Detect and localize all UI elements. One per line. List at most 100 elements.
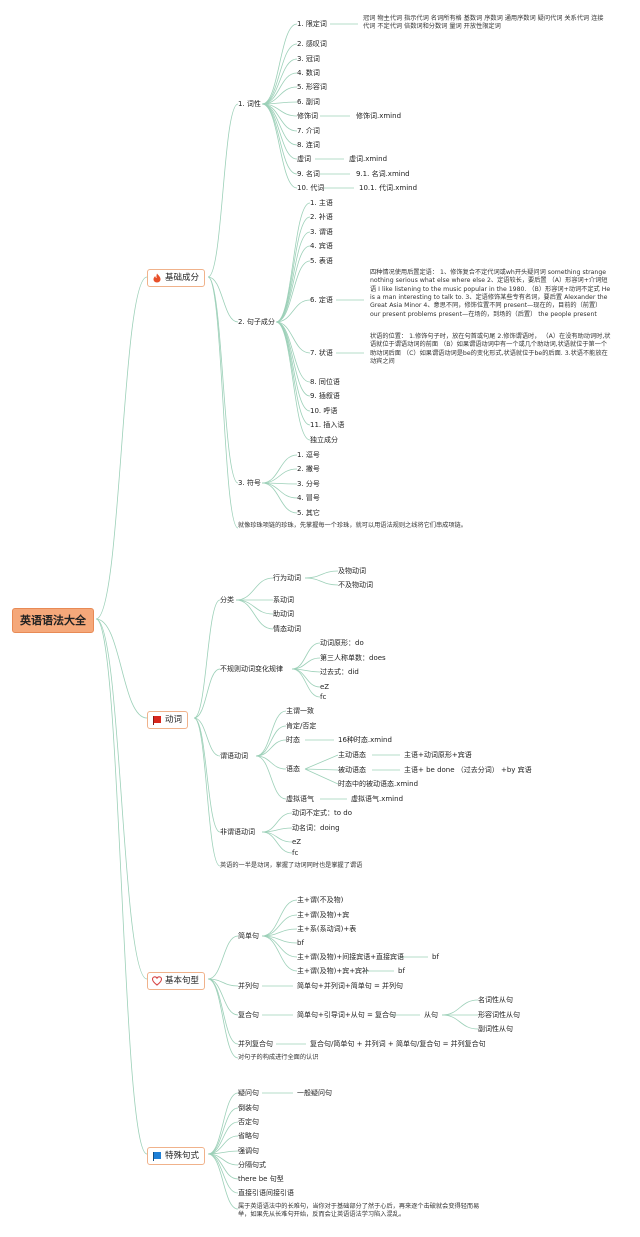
compound-note[interactable]: 简单句+并列词+简单句 = 并列句 bbox=[297, 982, 404, 990]
special-item[interactable]: 分隔句式 bbox=[238, 1161, 266, 1169]
topic-basic[interactable]: 基础成分 bbox=[147, 269, 206, 288]
subordinate-clause[interactable]: 从句 bbox=[424, 1011, 438, 1019]
question-subitem[interactable]: 一般疑问句 bbox=[297, 1089, 332, 1097]
simple-item[interactable]: 主+系(系动词)+表 bbox=[297, 925, 357, 933]
special-item[interactable]: 倒装句 bbox=[238, 1104, 259, 1112]
nonfinite-item[interactable]: 动词不定式：to do bbox=[292, 809, 352, 817]
punct-item[interactable]: 5. 其它 bbox=[297, 509, 320, 517]
node-complex[interactable]: 复合句 bbox=[238, 1011, 259, 1019]
simple-item[interactable]: 主+谓(及物)+宾+宾补 bbox=[297, 967, 370, 975]
pos-item[interactable]: 10. 代词 bbox=[297, 184, 325, 192]
verb-class-item[interactable]: 助动词 bbox=[273, 610, 294, 618]
special-item[interactable]: 直接引语间接引语 bbox=[238, 1189, 294, 1197]
verb-class-item[interactable]: 情态动词 bbox=[273, 625, 301, 633]
topic-verb[interactable]: 动词 bbox=[147, 711, 189, 730]
clause-item[interactable]: 3. 谓语 bbox=[310, 228, 333, 236]
irregular-item[interactable]: fc bbox=[320, 693, 327, 701]
clause-item[interactable]: 7. 状语 bbox=[310, 349, 333, 357]
node-compound[interactable]: 并列句 bbox=[238, 982, 259, 990]
clause-item[interactable]: 6. 定语 bbox=[310, 296, 333, 304]
predicate-item[interactable]: 肯定/否定 bbox=[286, 722, 317, 730]
predicate-item[interactable]: 时态 bbox=[286, 736, 300, 744]
passive-voice-note[interactable]: 主语+ be done （过去分词） +by 宾语 bbox=[404, 766, 532, 774]
verb-class-item[interactable]: 系动词 bbox=[273, 596, 294, 604]
predicate-item[interactable]: 语态 bbox=[286, 765, 300, 773]
clause-item[interactable]: 独立成分 bbox=[310, 436, 338, 444]
simple-bf-a[interactable]: bf bbox=[432, 953, 439, 961]
clause-item[interactable]: 4. 宾语 bbox=[310, 242, 333, 250]
active-voice-note[interactable]: 主语+动词原形+宾语 bbox=[404, 751, 472, 759]
verb-action[interactable]: 行为动词 bbox=[273, 574, 301, 582]
pos-item[interactable]: 1. 限定词 bbox=[297, 20, 327, 28]
pos-item[interactable]: 7. 介词 bbox=[297, 127, 320, 135]
clause-type[interactable]: 名词性从句 bbox=[478, 996, 513, 1004]
clause-item[interactable]: 8. 同位语 bbox=[310, 378, 340, 386]
clause-item[interactable]: 1. 主语 bbox=[310, 199, 333, 207]
pos-item[interactable]: 虚词 bbox=[297, 155, 311, 163]
tense-file-link[interactable]: 16种时态.xmind bbox=[338, 736, 392, 744]
topic-sentence[interactable]: 基本句型 bbox=[147, 972, 206, 991]
clause-item[interactable]: 11. 插入语 bbox=[310, 421, 345, 429]
clause-type[interactable]: 形容词性从句 bbox=[478, 1011, 520, 1019]
nonfinite-item[interactable]: 动名词：doing bbox=[292, 824, 340, 832]
simple-item[interactable]: 主+谓(及物)+间接宾语+直接宾语 bbox=[297, 953, 405, 961]
node-compound-complex[interactable]: 并列复合句 bbox=[238, 1040, 273, 1048]
clause-item[interactable]: 2. 补语 bbox=[310, 213, 333, 221]
predicate-item[interactable]: 虚拟语气 bbox=[286, 795, 314, 803]
topic-special[interactable]: 特殊句式 bbox=[147, 1147, 206, 1166]
node-nonfinite[interactable]: 非谓语动词 bbox=[220, 828, 255, 836]
pos-item[interactable]: 修饰词 bbox=[297, 112, 318, 120]
irregular-item[interactable]: 过去式：did bbox=[320, 668, 359, 676]
active-voice[interactable]: 主动语态 bbox=[338, 751, 366, 759]
pos-item[interactable]: 4. 数词 bbox=[297, 69, 320, 77]
pos-item[interactable]: 8. 连词 bbox=[297, 141, 320, 149]
irregular-item[interactable]: eZ bbox=[320, 683, 330, 691]
passive-tense-file-link[interactable]: 时态中的被动语态.xmind bbox=[338, 780, 419, 788]
simple-bf-b[interactable]: bf bbox=[398, 967, 405, 975]
compound-complex-note[interactable]: 复合句/简单句 + 并列词 + 简单句/复合句 = 并列复合句 bbox=[310, 1040, 486, 1048]
root-node[interactable]: 英语语法大全 bbox=[12, 608, 94, 634]
irregular-item[interactable]: 动词原形：do bbox=[320, 639, 364, 647]
clause-type[interactable]: 副词性从句 bbox=[478, 1025, 513, 1033]
pos-item[interactable]: 9. 名词 bbox=[297, 170, 320, 178]
punct-item[interactable]: 2. 撇号 bbox=[297, 465, 320, 473]
passive-voice[interactable]: 被动语态 bbox=[338, 766, 366, 774]
noun-file-link[interactable]: 9.1. 名词.xmind bbox=[356, 170, 410, 178]
clause-item[interactable]: 10. 呼语 bbox=[310, 407, 338, 415]
pos-item[interactable]: 5. 形容词 bbox=[297, 83, 327, 91]
modifier-file-link[interactable]: 修饰词.xmind bbox=[356, 112, 402, 120]
punct-item[interactable]: 1. 逗号 bbox=[297, 451, 320, 459]
pronoun-file-link[interactable]: 10.1. 代词.xmind bbox=[359, 184, 418, 192]
complex-note[interactable]: 简单句+引导词+从句 = 复合句 bbox=[297, 1011, 397, 1019]
node-punct[interactable]: 3. 符号 bbox=[238, 479, 261, 487]
punct-item[interactable]: 4. 冒号 bbox=[297, 494, 320, 502]
node-verb-classify[interactable]: 分类 bbox=[220, 596, 234, 604]
node-clause[interactable]: 2. 句子成分 bbox=[238, 318, 275, 326]
special-item[interactable]: 强调句 bbox=[238, 1147, 259, 1155]
nonfinite-item[interactable]: fc bbox=[292, 849, 299, 857]
special-item[interactable]: there be 句型 bbox=[238, 1175, 284, 1183]
pos-item[interactable]: 3. 冠词 bbox=[297, 55, 320, 63]
subjunctive-file-link[interactable]: 虚拟语气.xmind bbox=[351, 795, 404, 803]
function-word-file-link[interactable]: 虚词.xmind bbox=[349, 155, 388, 163]
node-pos[interactable]: 1. 词性 bbox=[238, 100, 261, 108]
node-irregular[interactable]: 不规则动词变化规律 bbox=[220, 665, 283, 673]
simple-item[interactable]: 主+谓(及物)+宾 bbox=[297, 911, 350, 919]
simple-item[interactable]: 主+谓(不及物) bbox=[297, 896, 344, 904]
predicate-item[interactable]: 主谓一致 bbox=[286, 707, 314, 715]
node-simple[interactable]: 简单句 bbox=[238, 932, 259, 940]
clause-item[interactable]: 9. 插叙语 bbox=[310, 392, 340, 400]
special-item[interactable]: 省略句 bbox=[238, 1132, 259, 1140]
pos-item[interactable]: 6. 副词 bbox=[297, 98, 320, 106]
node-predicate[interactable]: 谓语动词 bbox=[220, 752, 248, 760]
irregular-item[interactable]: 第三人称单数：does bbox=[320, 654, 386, 662]
verb-intransitive[interactable]: 不及物动词 bbox=[338, 581, 373, 589]
pos-item[interactable]: 2. 感叹词 bbox=[297, 40, 327, 48]
special-item[interactable]: 疑问句 bbox=[238, 1089, 259, 1097]
punct-item[interactable]: 3. 分号 bbox=[297, 480, 320, 488]
verb-transitive[interactable]: 及物动词 bbox=[338, 567, 366, 575]
nonfinite-item[interactable]: eZ bbox=[292, 838, 302, 846]
clause-item[interactable]: 5. 表语 bbox=[310, 257, 333, 265]
special-item[interactable]: 否定句 bbox=[238, 1118, 259, 1126]
simple-item[interactable]: bf bbox=[297, 939, 304, 947]
